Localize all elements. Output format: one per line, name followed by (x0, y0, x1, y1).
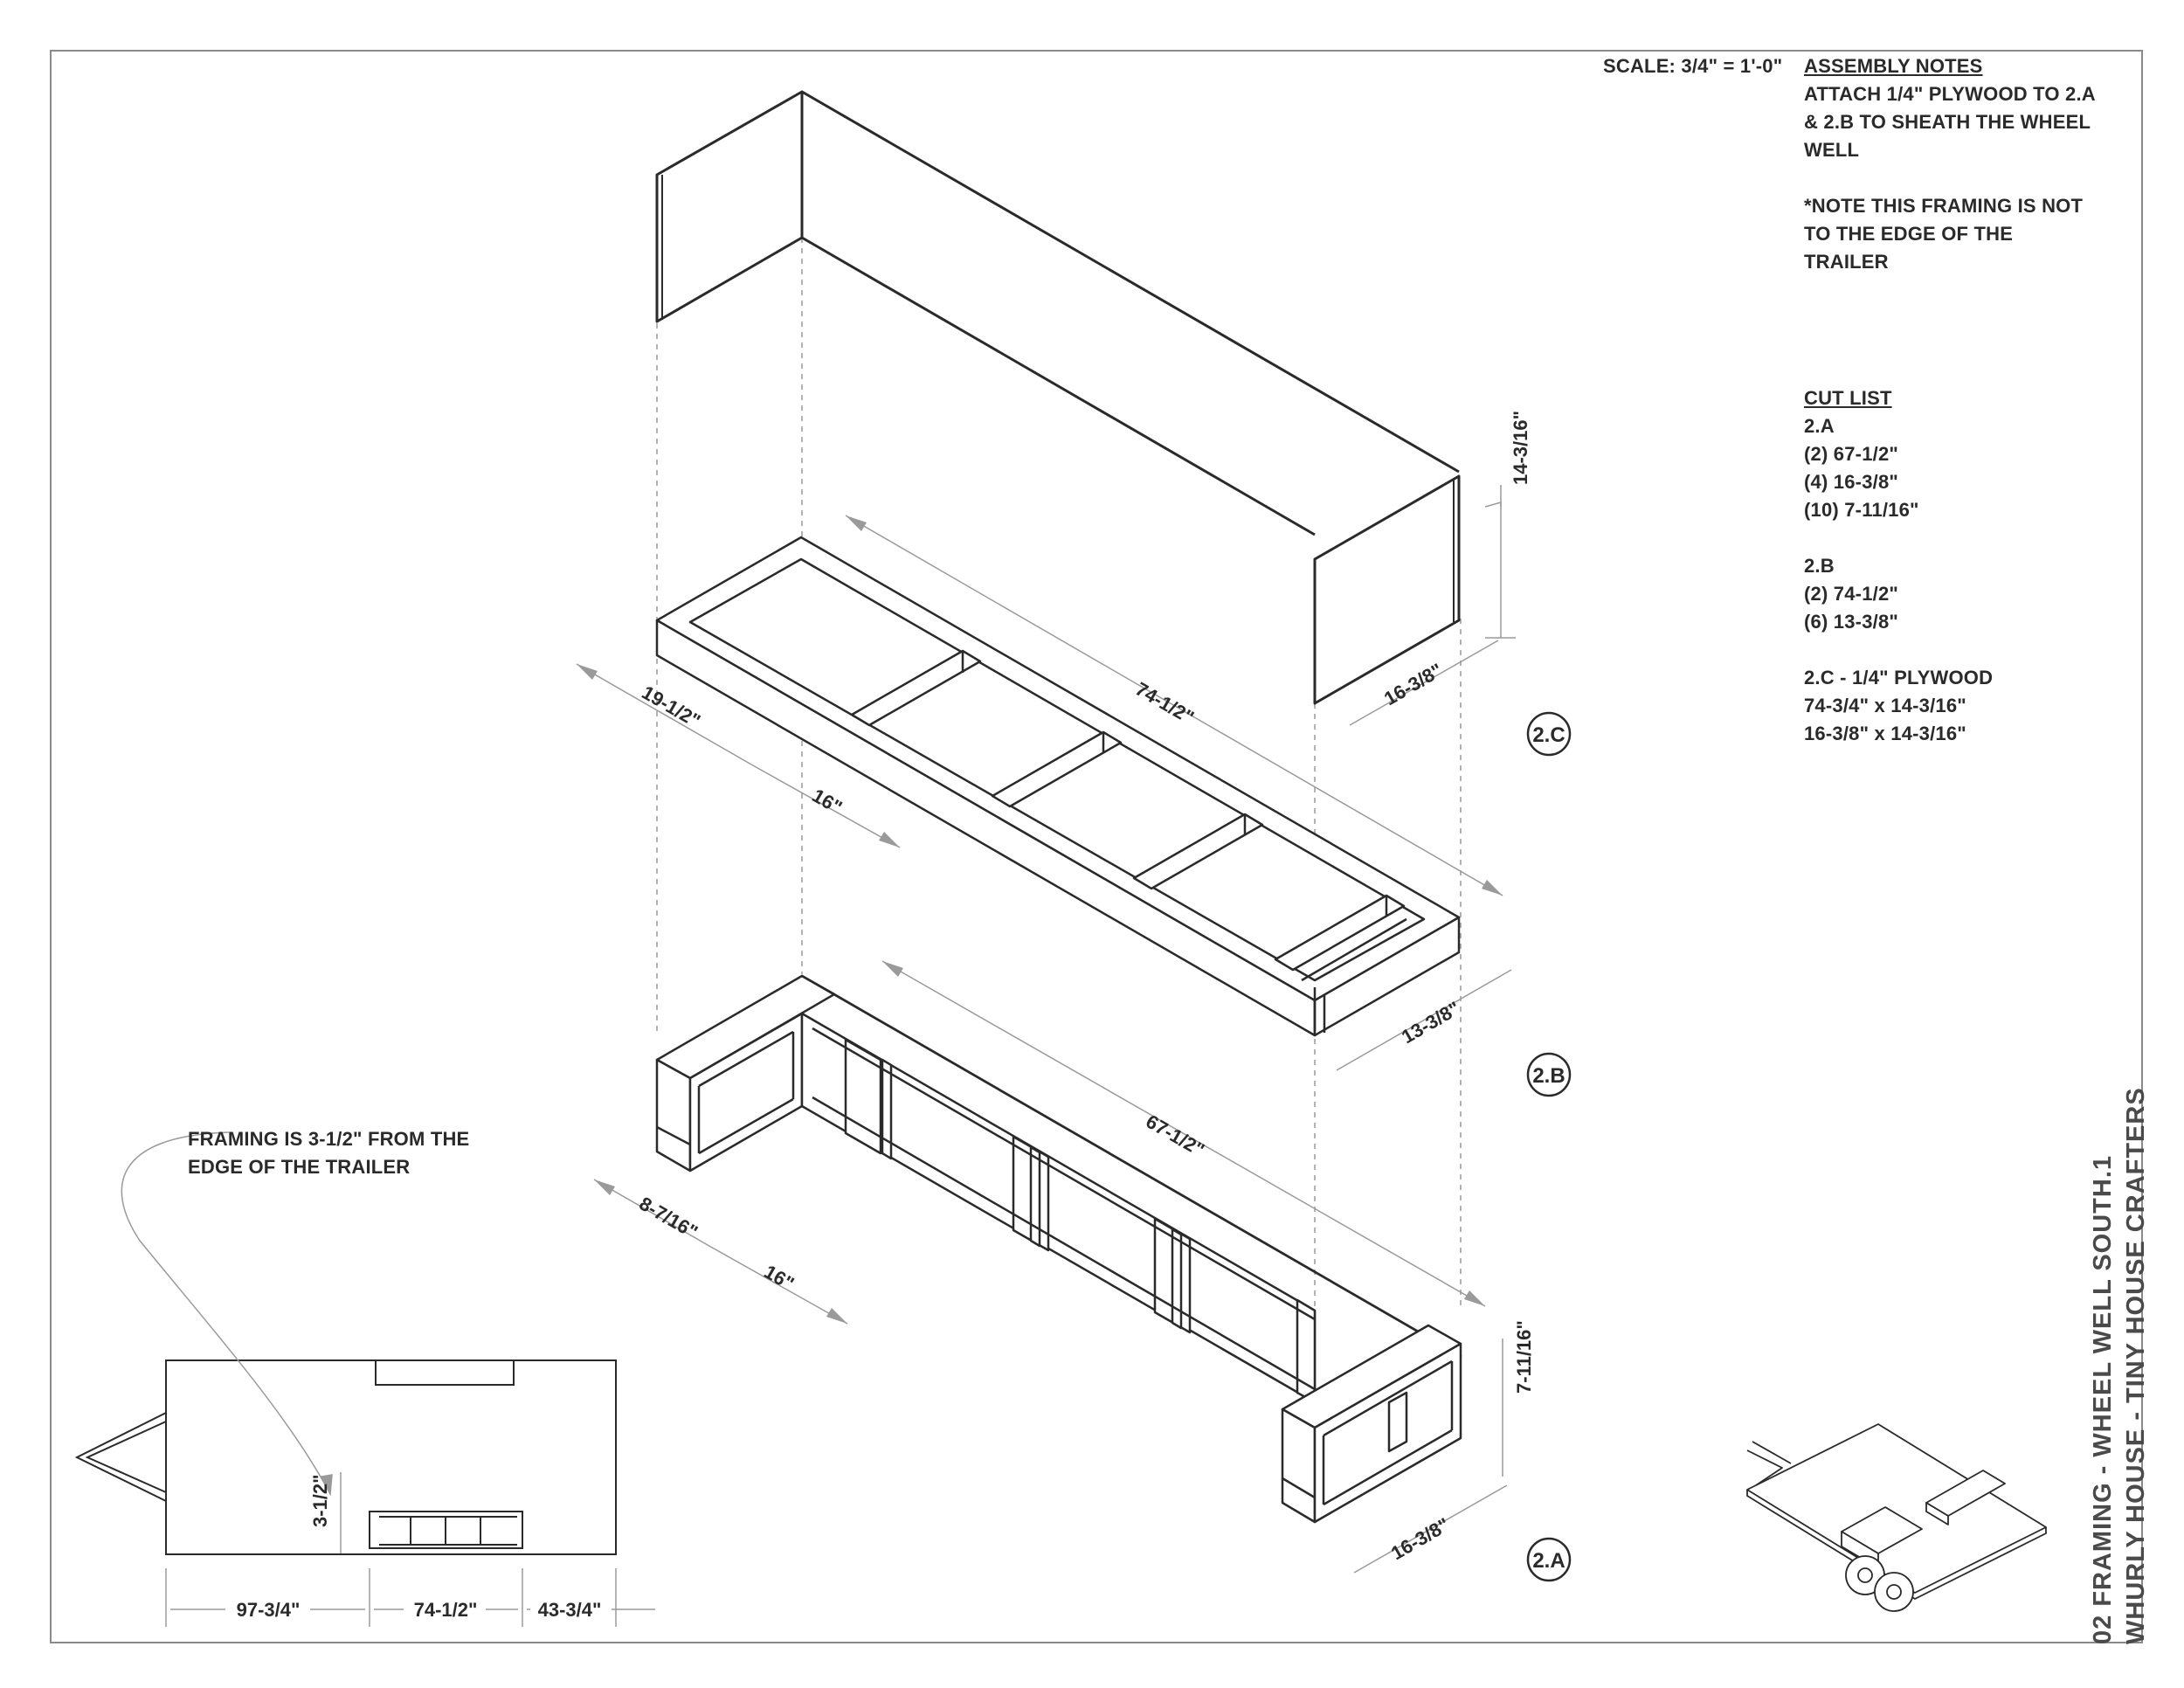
plan-dim-mid: 74-1/2" (414, 1599, 478, 1621)
assembly-notes: ASSEMBLY NOTES ATTACH 1/4" PLYWOOD TO 2.… (1804, 52, 2096, 276)
label-2c-text: 2.C (1532, 723, 1565, 747)
part-label-2b: 2.B (1526, 1052, 1572, 1097)
cut-list-line (1804, 636, 1993, 664)
cut-list-line: (2) 74-1/2" (1804, 583, 1899, 605)
part-label-2a: 2.A (1526, 1537, 1572, 1582)
plan-dim-left: 97-3/4" (237, 1599, 301, 1621)
dim-a-height: 7-11/16" (1513, 1320, 1535, 1394)
assembly-note-line (1804, 164, 2096, 192)
dimension-lines (576, 485, 1516, 1574)
sheet-title: 02 FRAMING - WHEEL WELL SOUTH.1 (2089, 1154, 2117, 1644)
trailer-plan-view (74, 1359, 617, 1555)
cut-list-line: 16-3/8" x 14-3/16" (1804, 723, 1966, 744)
cut-list-line: (6) 13-3/8" (1804, 611, 1899, 633)
cut-list: CUT LIST 2.A (2) 67-1/2" (4) 16-3/8" (10… (1804, 384, 1993, 748)
cut-list-line: 2.B (1804, 555, 1835, 577)
assembly-note-line: & 2.B TO SHEATH THE WHEEL (1804, 111, 2091, 133)
framing-note-line: EDGE OF THE TRAILER (188, 1156, 411, 1178)
dim-a-depth: 16-3/8" (1387, 1513, 1454, 1564)
scale-text: SCALE: 3/4" = 1'-0" (1603, 55, 1783, 77)
cut-list-line: 2.C - 1/4" PLYWOOD (1804, 667, 1994, 688)
part-2b-frame (655, 536, 1461, 1037)
part-2a-frame (655, 974, 1462, 1524)
framing-note-line: FRAMING IS 3-1/2" FROM THE (188, 1128, 470, 1150)
dim-b-length: 74-1/2" (1132, 678, 1199, 729)
sheet-border (50, 50, 2143, 1643)
assembly-note-line: ATTACH 1/4" PLYWOOD TO 2.A (1804, 83, 2096, 105)
dim-b-depth: 13-3/8" (1398, 997, 1464, 1048)
part-2c-plywood (655, 90, 1461, 705)
dim-b-width: 19-1/2" (639, 681, 705, 732)
plan-dimension-lines (121, 1131, 655, 1627)
assembly-note-line: WELL (1804, 139, 1860, 161)
dimension-arrows (577, 515, 1503, 1324)
cut-list-line: (4) 16-3/8" (1804, 471, 1899, 493)
dim-c-height: 14-3/16" (1510, 411, 1531, 485)
cut-list-heading: CUT LIST (1804, 387, 1892, 409)
dim-a-width: 8-7/16" (636, 1193, 702, 1243)
part-label-2c: 2.C (1526, 711, 1572, 757)
cut-list-line: 74-3/4" x 14-3/16" (1804, 695, 1966, 716)
trailer-iso-thumbnail (1746, 1423, 2047, 1612)
assembly-notes-heading: ASSEMBLY NOTES (1804, 55, 1983, 77)
assembly-note-line: *NOTE THIS FRAMING IS NOT (1804, 195, 2084, 217)
assembly-note-line: TO THE EDGE OF THE (1804, 223, 2014, 245)
cut-list-line: (2) 67-1/2" (1804, 443, 1899, 465)
label-2b-text: 2.B (1532, 1064, 1565, 1088)
dim-b-spacing: 16" (809, 785, 847, 819)
plan-dim-right: 43-3/4" (538, 1599, 602, 1621)
dim-a-spacing: 16" (761, 1261, 798, 1295)
dim-a-length: 67-1/2" (1143, 1110, 1209, 1161)
label-2a-text: 2.A (1532, 1549, 1565, 1573)
scale-note: SCALE: 3/4" = 1'-0" (1603, 52, 1782, 80)
dim-c-width: 16-3/8" (1380, 659, 1447, 709)
framing-note: FRAMING IS 3-1/2" FROM THE EDGE OF THE T… (188, 1125, 469, 1181)
cut-list-line: (10) 7-11/16" (1804, 499, 1919, 521)
cut-list-line (1804, 524, 1993, 552)
title-block: 02 FRAMING - WHEEL WELL SOUTH.1 WHURLY H… (2086, 1087, 2165, 1644)
project-title: WHURLY HOUSE - TINY HOUSE CRAFTERS (2122, 1087, 2150, 1644)
assembly-note-line: TRAILER (1804, 251, 1889, 273)
cut-list-line: 2.A (1804, 415, 1835, 437)
plan-dim-offset: 3-1/2" (309, 1474, 331, 1527)
